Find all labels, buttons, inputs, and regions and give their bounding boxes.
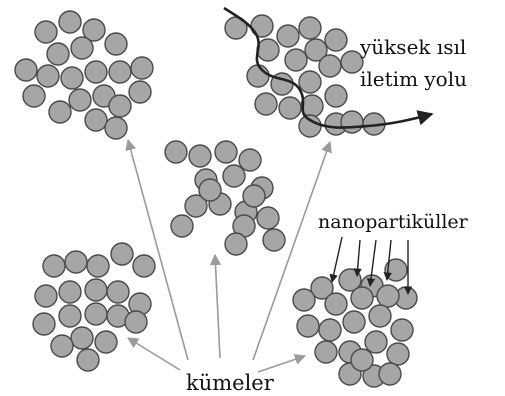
nanoparticle — [133, 255, 155, 277]
nanoparticle — [37, 65, 59, 87]
nanoparticle — [105, 117, 127, 139]
arrow-to-bottom-right-cluster — [258, 356, 305, 372]
nanoparticle — [293, 289, 315, 311]
nanoparticle — [391, 319, 413, 341]
nanoparticle — [15, 59, 37, 81]
nanoparticle — [59, 11, 81, 33]
nanoparticle — [297, 315, 319, 337]
nanoparticle — [107, 281, 129, 303]
nanoparticle — [23, 85, 45, 107]
nanoparticle — [325, 85, 347, 107]
nanoparticle — [343, 311, 365, 333]
nanoparticle — [223, 165, 245, 187]
nanoparticle — [299, 115, 321, 137]
nanoparticle — [59, 281, 81, 303]
nanoparticle — [243, 185, 265, 207]
nanoparticle — [71, 327, 93, 349]
nanoparticle — [325, 293, 347, 315]
nanoparticle — [109, 61, 131, 83]
nanoparticle — [85, 303, 107, 325]
nanoparticle — [279, 97, 301, 119]
cluster-center — [165, 141, 285, 255]
nanoparticle — [319, 319, 341, 341]
nanoparticle — [247, 65, 269, 87]
nanoparticle — [71, 37, 93, 59]
arrow-to-center-cluster — [215, 255, 220, 358]
nanoparticle — [165, 141, 187, 163]
nanoparticle — [341, 111, 363, 133]
nanoparticle — [65, 251, 87, 273]
nanoparticle — [171, 215, 193, 237]
nanoparticle — [129, 81, 151, 103]
cluster-bottom-right — [293, 259, 417, 387]
nanoparticle — [95, 331, 117, 353]
nanoparticle — [35, 285, 57, 307]
nanoparticle — [43, 255, 65, 277]
nanoparticle — [35, 21, 57, 43]
nanoparticle — [377, 285, 399, 307]
label-path-line2: iletim yolu — [360, 67, 467, 91]
nanoparticle — [87, 255, 109, 277]
nanoparticle — [85, 279, 107, 301]
nanoparticle — [299, 17, 321, 39]
pointer-line-2 — [357, 240, 360, 276]
nanoparticle — [369, 305, 391, 327]
label-clusters: kümeler — [186, 371, 275, 395]
nanoparticle — [257, 39, 279, 61]
nanoparticle — [105, 33, 127, 55]
nanoparticle — [325, 29, 347, 51]
arrow-to-bottom-left-cluster — [128, 338, 180, 370]
label-path-line1: yüksek ısıl — [359, 35, 466, 59]
nanoparticle — [109, 95, 131, 117]
nanoparticle — [285, 49, 307, 71]
cluster-bottom-left — [33, 243, 155, 371]
nanoparticle — [255, 93, 277, 115]
nanoparticle — [257, 207, 279, 229]
nanoparticle — [47, 43, 69, 65]
nanoparticle — [365, 331, 387, 353]
nanoparticle — [59, 305, 81, 327]
nanoparticle — [315, 341, 337, 363]
nanoparticle — [51, 335, 73, 357]
nanoparticle — [215, 141, 237, 163]
nanoparticle — [189, 145, 211, 167]
nanoparticle — [199, 179, 221, 201]
nanoparticle — [387, 343, 409, 365]
nanoparticle — [61, 67, 83, 89]
nanoparticle — [299, 71, 321, 93]
nanoparticle — [319, 55, 341, 77]
nanoparticle — [225, 233, 247, 255]
label-nanoparticles: nanopartiküller — [318, 211, 469, 233]
nanoparticle — [379, 363, 401, 385]
nanoparticle — [77, 349, 99, 371]
nanoparticle — [33, 313, 55, 335]
nanoparticle — [85, 61, 107, 83]
nanoparticle — [239, 149, 261, 171]
nanoparticle — [111, 243, 133, 265]
nanoparticle — [49, 101, 71, 123]
nanoparticle — [263, 229, 285, 251]
nanoparticle — [277, 25, 299, 47]
nanoparticle — [85, 109, 107, 131]
nanoparticle — [131, 57, 153, 79]
cluster-top-left — [15, 11, 153, 139]
nanoparticle — [125, 311, 147, 333]
nanoparticle — [69, 89, 91, 111]
nanoparticle — [351, 349, 373, 371]
nanoparticle — [351, 287, 373, 309]
